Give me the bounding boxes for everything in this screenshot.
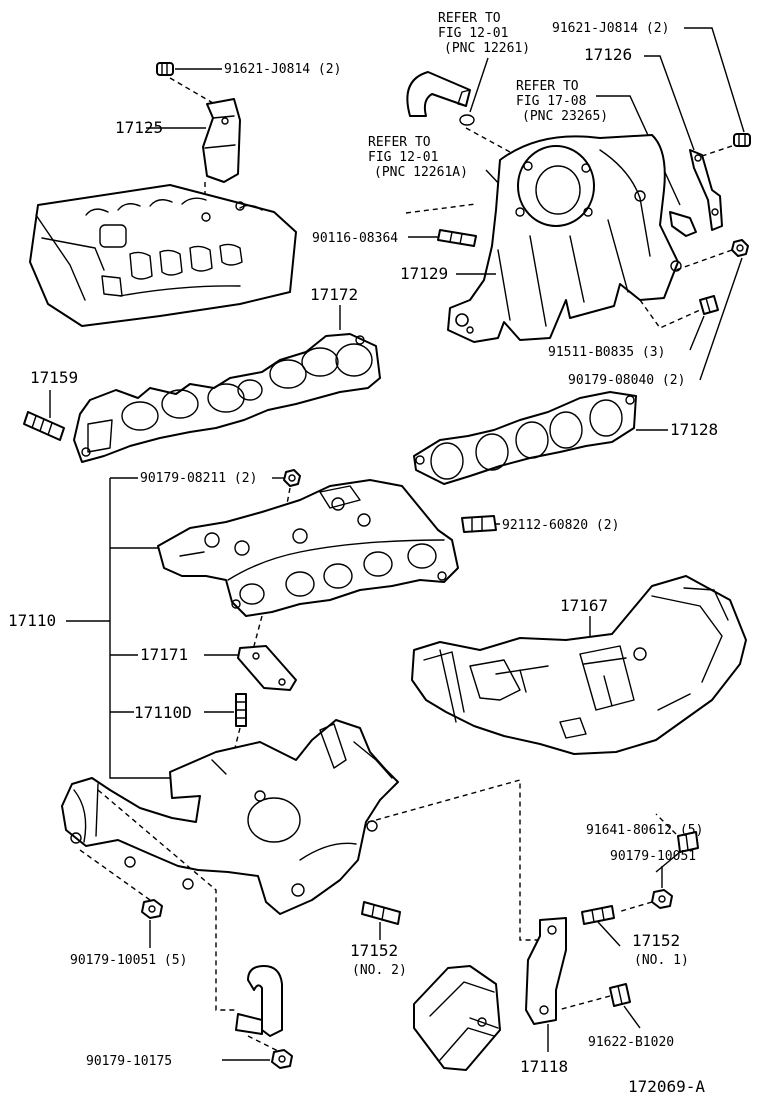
svg-text:FIG 17-08: FIG 17-08 <box>516 94 586 109</box>
stud-90116-08364 <box>437 229 477 247</box>
bracket-90179-10175-hook <box>235 965 283 1037</box>
label-17152-no2: 17152 <box>350 941 398 960</box>
bracket-17126 <box>689 149 723 231</box>
label-17167: 17167 <box>560 596 608 615</box>
hose-pnc-12261 <box>406 71 471 117</box>
stud-17152-no1 <box>581 905 615 925</box>
svg-text:(PNC 23265): (PNC 23265) <box>522 109 608 124</box>
stud-92112-60820 <box>461 515 497 533</box>
label-91621-left: 91621-J0814 (2) <box>224 62 341 77</box>
label-90179-10175: 90179-10175 <box>86 1054 172 1069</box>
heat-shield-lower <box>413 965 501 1071</box>
gasket-17172 <box>73 333 381 463</box>
reference-fig-17-08-pnc-23265: REFER TO FIG 17-08 (PNC 23265) <box>516 79 608 124</box>
exhaust-manifold-lower-17110 <box>61 719 399 915</box>
stud-17152-no2 <box>361 901 401 925</box>
bracket-17125 <box>202 98 241 183</box>
label-90116-08364: 90116-08364 <box>312 231 398 246</box>
sensor-17126 <box>669 211 697 237</box>
nut-90179-08211 <box>283 469 301 487</box>
label-91622-b1020: 91622-B1020 <box>588 1035 674 1050</box>
cylinder-head <box>29 184 297 327</box>
intake-manifold-17129 <box>447 134 682 343</box>
bolt-91621-right <box>733 133 751 147</box>
heat-insulator-17167 <box>411 575 747 755</box>
label-91621-right: 91621-J0814 (2) <box>552 21 669 36</box>
label-17129: 17129 <box>400 264 448 283</box>
bolt-91511-b0835 <box>699 295 719 315</box>
label-17126: 17126 <box>584 45 632 64</box>
reference-fig-12-01-pnc-12261a: REFER TO FIG 12-01 (PNC 12261A) <box>368 135 468 180</box>
reference-fig-12-01-pnc-12261: REFER TO FIG 12-01 (PNC 12261) <box>438 11 530 56</box>
figure-id: 172069-A <box>628 1077 705 1096</box>
assembly-bracket-17110 <box>66 477 176 779</box>
label-17159: 17159 <box>30 368 78 387</box>
label-90179-10051-right: 90179-10051 <box>610 849 696 864</box>
label-17118: 17118 <box>520 1057 568 1076</box>
label-17128: 17128 <box>670 420 718 439</box>
nut-90179-10051-right <box>651 889 673 909</box>
gasket-17128 <box>413 391 637 485</box>
nut-90179-08040 <box>731 239 749 257</box>
label-17152-no1-sub: (NO. 1) <box>634 953 689 968</box>
label-17171: 17171 <box>140 645 188 664</box>
svg-text:REFER TO: REFER TO <box>516 79 579 94</box>
plate-17171 <box>237 645 297 691</box>
svg-text:(PNC 12261): (PNC 12261) <box>444 41 530 56</box>
label-17152-no2-sub: (NO. 2) <box>352 963 407 978</box>
label-90179-10051-left: 90179-10051 (5) <box>70 953 187 968</box>
svg-text:(PNC 12261A): (PNC 12261A) <box>374 165 468 180</box>
stud-17159 <box>23 411 65 441</box>
stay-17118 <box>525 917 567 1025</box>
stud-17110d <box>235 693 247 727</box>
label-17125: 17125 <box>115 118 163 137</box>
svg-text:REFER TO: REFER TO <box>438 11 501 26</box>
svg-text:FIG 12-01: FIG 12-01 <box>368 150 438 165</box>
label-91641-80612: 91641-80612 (5) <box>586 823 703 838</box>
label-17172: 17172 <box>310 285 358 304</box>
bolt-91641-80612 <box>677 831 699 853</box>
bolt-91621-left <box>156 62 174 76</box>
exhaust-manifold-upper-17110 <box>157 479 459 617</box>
bolt-91622-b1020 <box>609 983 631 1007</box>
nut-90179-10175 <box>271 1049 293 1069</box>
label-91511-b0835: 91511-B0835 (3) <box>548 345 665 360</box>
svg-text:FIG 12-01: FIG 12-01 <box>438 26 508 41</box>
nut-90179-10051-left <box>141 899 163 919</box>
label-17110d: 17110D <box>134 703 192 722</box>
label-17110: 17110 <box>8 611 56 630</box>
label-90179-08040: 90179-08040 (2) <box>568 373 685 388</box>
label-90179-08211: 90179-08211 (2) <box>140 471 257 486</box>
svg-text:REFER TO: REFER TO <box>368 135 431 150</box>
label-92112-60820: 92112-60820 (2) <box>502 518 619 533</box>
label-17152-no1: 17152 <box>632 931 680 950</box>
hose-clamp <box>459 114 475 126</box>
